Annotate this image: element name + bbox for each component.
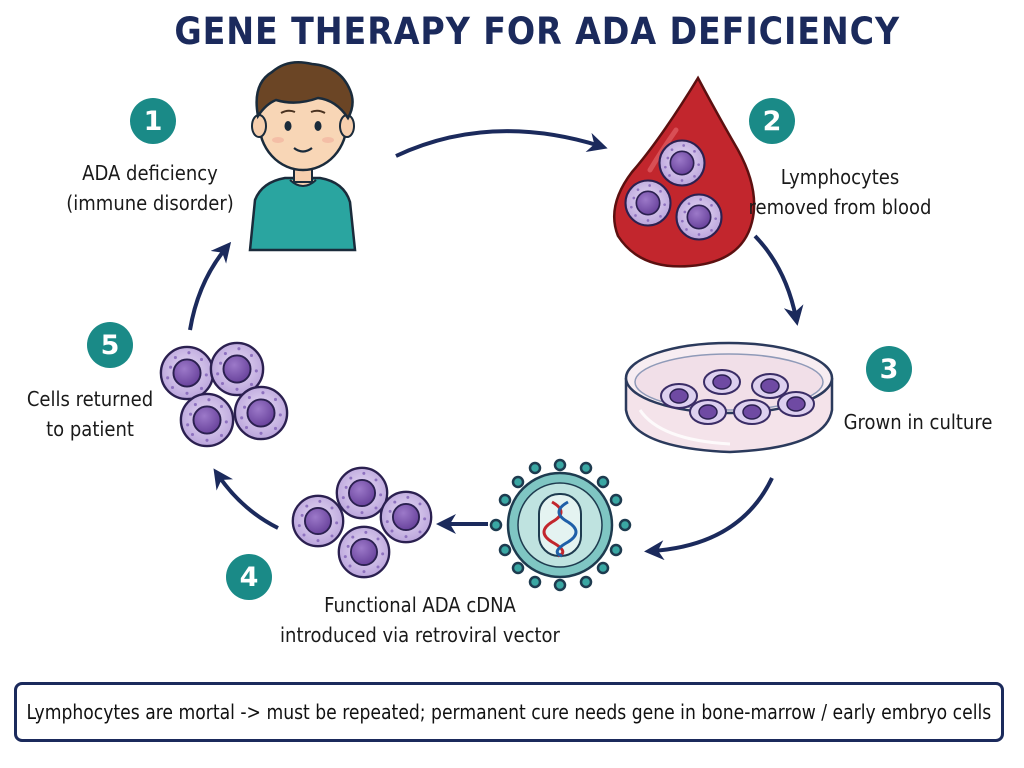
arrow-1-to-2 [395, 129, 608, 158]
step-5-label: Cells returned to patient [18, 384, 162, 444]
arrow-4-to-5 [213, 468, 279, 530]
returned-cells-icon [159, 341, 289, 448]
step-3-label: Grown in culture [828, 407, 1008, 437]
step-3-line-1: Grown in culture [843, 410, 993, 434]
arrow-3-to-4 [644, 477, 774, 561]
step-4-line-1: Functional ADA cDNA [324, 593, 516, 617]
step-2-line-1: Lymphocytes [780, 165, 900, 189]
step-4-badge: 4 [226, 554, 272, 600]
arrow-2-to-3 [753, 234, 804, 326]
lymphocyte-cluster-icon [291, 466, 433, 579]
step-3-badge: 3 [866, 346, 912, 392]
note-text: Lymphocytes are mortal -> must be repeat… [26, 700, 992, 724]
step-1-label: ADA deficiency (immune disorder) [51, 158, 249, 218]
petri-dish-icon [624, 341, 834, 454]
retrovirus-icon [489, 458, 632, 592]
step-1-line-2: (immune disorder) [66, 191, 234, 215]
step-5-line-1: Cells returned [26, 387, 154, 411]
blood-drop-icon [612, 75, 756, 268]
child-icon [248, 61, 357, 252]
step-1-badge: 1 [130, 98, 176, 144]
note-box: Lymphocytes are mortal -> must be repeat… [14, 682, 1004, 742]
step-4-line-2: introduced via retroviral vector [280, 623, 560, 647]
step-2-line-2: removed from blood [748, 195, 932, 219]
step-1-line-1: ADA deficiency [82, 161, 218, 185]
arrow-5-to-1 [188, 241, 232, 331]
step-2-badge: 2 [749, 98, 795, 144]
step-5-badge: 5 [87, 322, 133, 368]
step-4-label: Functional ADA cDNA introduced via retro… [258, 590, 582, 650]
step-2-label: Lymphocytes removed from blood [741, 162, 939, 222]
diagram-title: GENE THERAPY FOR ADA DEFICIENCY [174, 10, 901, 53]
step-5-line-2: to patient [46, 417, 134, 441]
